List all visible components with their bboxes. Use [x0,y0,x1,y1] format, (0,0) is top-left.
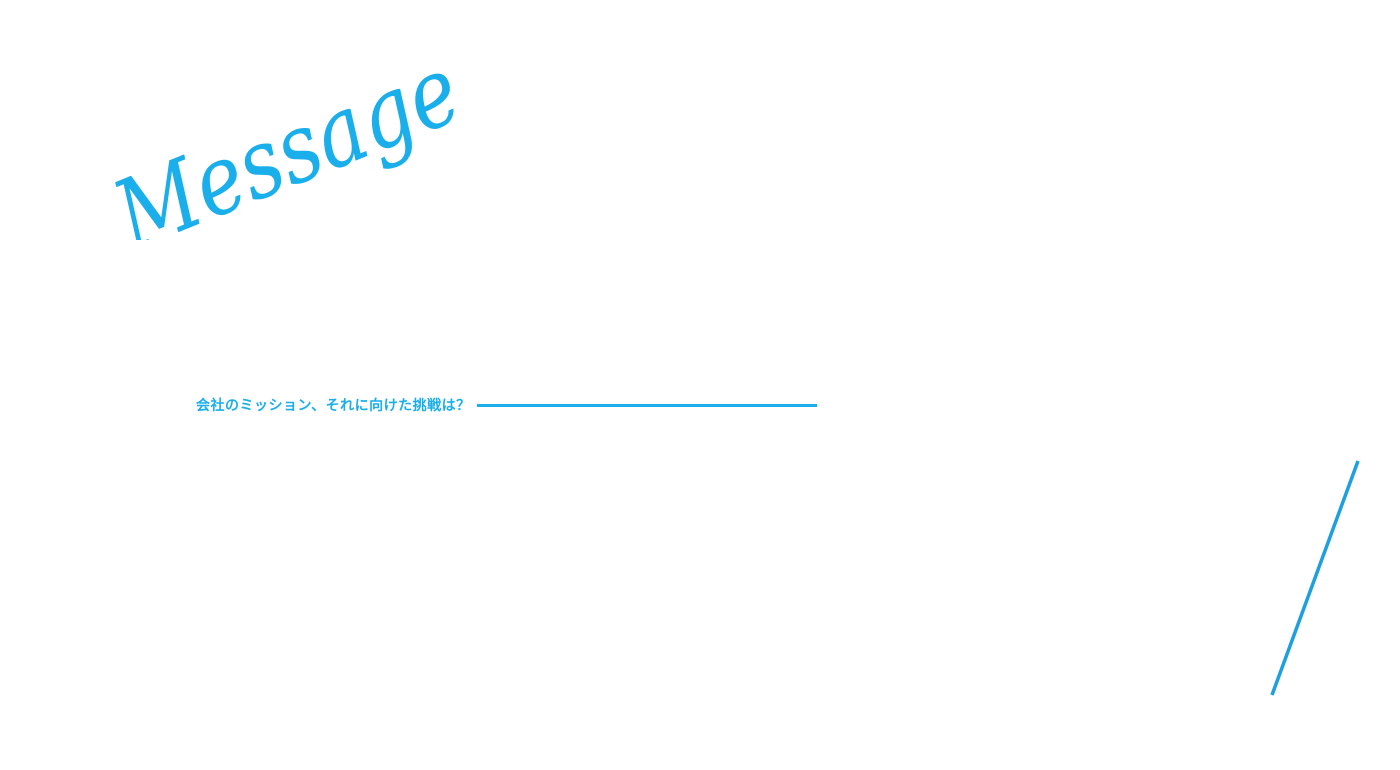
section-question: 会社のミッション、それに向けた挑戦は？ [196,398,471,414]
slash-line [1270,460,1360,696]
heading-divider-line [476,403,817,407]
logo-text: Message [97,40,465,240]
section-heading: 会社のミッション、それに向けた挑戦は？ [196,395,817,415]
decorative-slash [1260,455,1370,709]
message-script-logo: Message [85,33,474,272]
